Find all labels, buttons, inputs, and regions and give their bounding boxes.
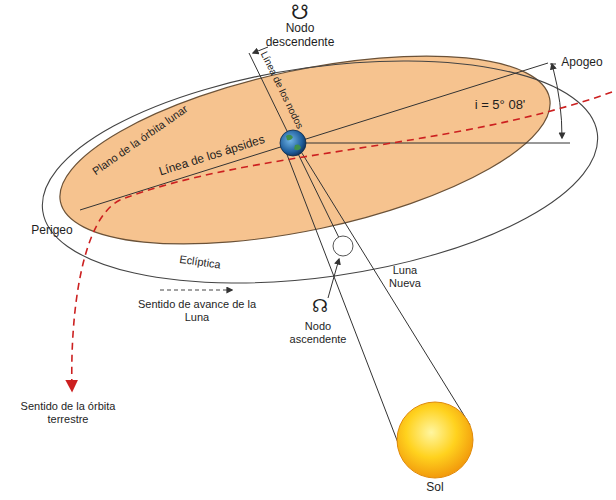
ecliptic-label: Eclíptica [179, 253, 222, 271]
perigee-label: Perigeo [31, 224, 72, 238]
node-symbol: ☋ [291, 1, 309, 24]
apsides-line [80, 63, 548, 210]
moon-direction-arrow [160, 290, 232, 291]
node-symbol: ☊ [312, 296, 328, 317]
leader-line [328, 259, 339, 298]
lunar-orbit-plane [44, 20, 566, 280]
moon [333, 236, 353, 256]
node-label: Nodo descendente [255, 22, 345, 50]
leader-line [550, 64, 556, 65]
reference-line [293, 143, 570, 144]
earth-land [286, 135, 301, 151]
direction-note: Sentido de avance de la Luna [137, 298, 257, 323]
inclination-arc [553, 68, 562, 138]
earth [280, 130, 306, 156]
node-label: Nodo ascendente [285, 320, 351, 345]
sun-ray [286, 152, 400, 448]
direction-note: Sentido de la órbita terrestre [3, 400, 133, 425]
sun-ray [300, 150, 470, 425]
nodes-line [249, 53, 343, 246]
sun [397, 402, 473, 478]
earth-orbit-arrow [72, 92, 612, 390]
sun-label: Sol [426, 481, 443, 495]
apogee-label: Apogeo [561, 56, 602, 70]
ecliptic-ellipse [28, 29, 612, 315]
moon-label: Luna Nueva [377, 264, 433, 289]
angle-label: i = 5° 08' [475, 98, 526, 113]
